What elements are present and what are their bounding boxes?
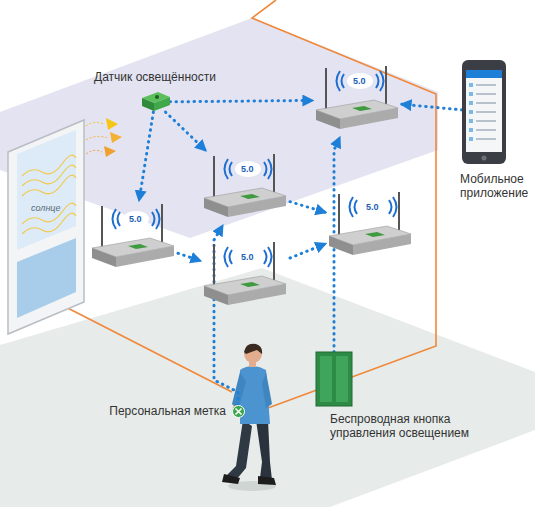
bluetooth-gateway-shape [200, 238, 290, 314]
node-label: Беспроводная кнопка управления освещение… [330, 412, 480, 440]
bluetooth-gateway: 5.0 [200, 238, 290, 314]
window [8, 120, 84, 334]
signal-connector [139, 112, 153, 200]
signal-connector [214, 226, 238, 405]
bluetooth-gateway: 5.0 [312, 62, 402, 138]
personal-tag-shape [232, 405, 245, 418]
wireless-button: Беспроводная кнопка управления освещение… [316, 352, 352, 406]
signal-connector [165, 112, 205, 150]
bluetooth-gateway: 5.0 [325, 188, 415, 264]
signal-connector [178, 253, 200, 260]
bluetooth-gateway-shape [88, 200, 178, 276]
version-badge: 5.0 [241, 164, 254, 174]
mobile-phone: Мобильное приложение [462, 60, 506, 164]
version-badge: 5.0 [129, 214, 142, 224]
signal-connector [402, 104, 462, 110]
node-label: Мобильное приложение [460, 172, 534, 200]
node-label: Персональная метка [109, 404, 226, 418]
personal-tag: Персональная метка [232, 405, 245, 418]
node-label: Датчик освещённости [94, 70, 216, 84]
version-badge: 5.0 [366, 202, 379, 212]
signal-connector [290, 202, 325, 213]
window-label: солнце [31, 203, 61, 213]
bluetooth-gateway-shape [325, 188, 415, 264]
version-badge: 5.0 [353, 76, 366, 86]
sun-rays [86, 118, 122, 157]
bluetooth-gateway: 5.0 [200, 150, 290, 226]
room-edge [52, 300, 232, 392]
bluetooth-gateway: 5.0 [88, 200, 178, 276]
light-sensor: Датчик освещённости [140, 92, 170, 112]
version-badge: 5.0 [241, 252, 254, 262]
light-sensor-shape [140, 92, 170, 112]
person-figure [222, 344, 276, 491]
signal-connector [170, 100, 312, 101]
bluetooth-gateway-shape [200, 150, 290, 226]
signal-connector [290, 244, 325, 258]
wireless-button-shape [316, 352, 352, 406]
mobile-phone-shape [462, 60, 506, 164]
bluetooth-gateway-shape [312, 62, 402, 138]
